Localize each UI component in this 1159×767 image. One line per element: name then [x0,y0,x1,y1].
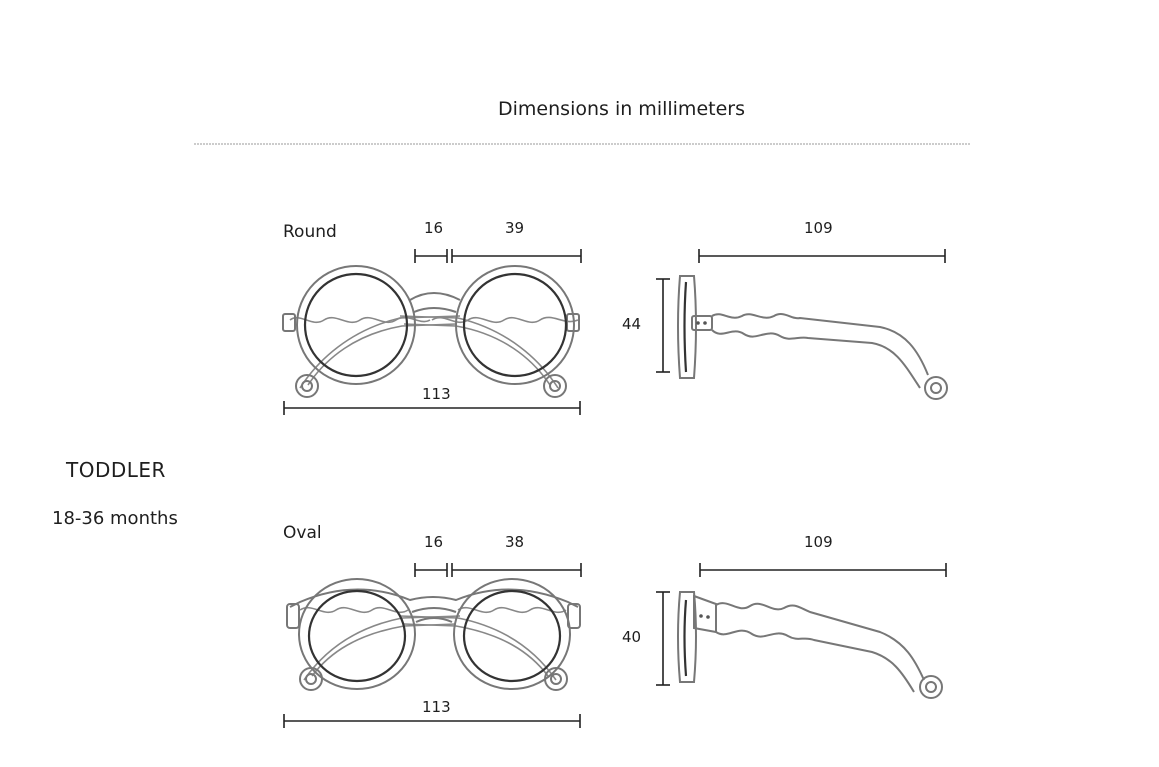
age-group-title: TODDLER [66,458,166,482]
temple-length-dimension-line [699,563,947,577]
lens-width-dimension-line [451,563,582,577]
lens-height-dimension-line [656,278,670,373]
temple-length-value: 109 [804,219,833,237]
shape-label-oval: Oval [283,523,322,543]
bridge-width-value: 16 [424,533,444,551]
bridge-width-value: 16 [424,219,444,237]
shape-label-round: Round [283,222,337,242]
temple-length-dimension-line [698,249,946,263]
frame-width-dimension-line [283,401,581,415]
round-glasses-side-view [656,249,948,400]
lens-width-value: 39 [505,219,525,237]
page-title: Dimensions in millimeters [498,98,745,120]
bridge-width-dimension-line [414,563,448,577]
frame-width-dimension-line [283,714,581,728]
bridge-width-dimension-line [414,249,448,263]
lens-height-value: 44 [622,315,642,333]
age-range-label: 18-36 months [52,508,178,529]
temple-length-value: 109 [804,533,833,551]
round-glasses-front-view [282,249,582,415]
lens-width-value: 38 [505,533,525,551]
lens-height-dimension-line [656,591,670,686]
frame-width-value: 113 [422,385,451,403]
lens-height-value: 40 [622,628,642,646]
frame-width-value: 113 [422,698,451,716]
lens-width-dimension-line [451,249,582,263]
oval-glasses-side-view [656,563,947,699]
oval-glasses-front-view [283,563,582,728]
